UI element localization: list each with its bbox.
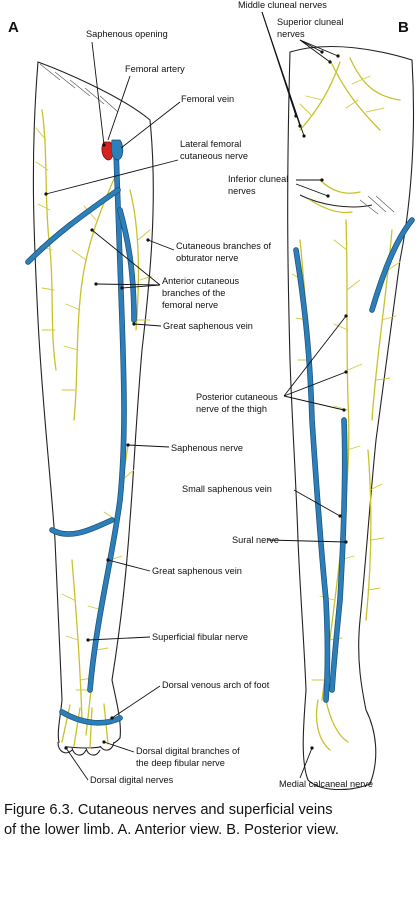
label-inferior-cluneal-1: Inferior cluneal <box>228 174 288 184</box>
label-dorsal-digital-deep-1: Dorsal digital branches of <box>136 746 240 756</box>
label-posterior-cutaneous-1: Posterior cutaneous <box>196 392 278 402</box>
caption-line-2: of the lower limb. A. Anterior view. B. … <box>4 822 339 838</box>
label-great-saphenous-vein-lower: Great saphenous vein <box>152 566 242 576</box>
anterior-superficial-veins <box>25 147 137 726</box>
label-dorsal-digital-nerves: Dorsal digital nerves <box>90 775 174 785</box>
lower-limb-figure: A B Saphenous opening Femoral artery Fem… <box>8 0 415 790</box>
posterior-superficial-veins <box>293 217 415 703</box>
label-lateral-femoral-cutaneous-1: Lateral femoral <box>180 139 241 149</box>
label-superior-cluneal-1: Superior cluneal <box>277 17 343 27</box>
label-femoral-artery: Femoral artery <box>125 64 185 74</box>
panel-label-a: A <box>8 19 19 36</box>
label-obturator-1: Cutaneous branches of <box>176 241 271 251</box>
label-posterior-cutaneous-2: nerve of the thigh <box>196 404 267 414</box>
label-superficial-fibular-nerve: Superficial fibular nerve <box>152 632 248 642</box>
label-anterior-cutaneous-3: femoral nerve <box>162 300 218 310</box>
posterior-leg <box>287 45 415 790</box>
label-dorsal-venous-arch: Dorsal venous arch of foot <box>162 680 270 690</box>
label-middle-cluneal: Middle cluneal nerves <box>238 0 327 10</box>
label-lateral-femoral-cutaneous-2: cutaneous nerve <box>180 151 248 161</box>
label-great-saphenous-vein-upper: Great saphenous vein <box>163 321 253 331</box>
label-small-saphenous-vein: Small saphenous vein <box>182 484 272 494</box>
label-medial-calcaneal: Medial calcaneal nerve <box>279 779 373 789</box>
posterior-labels: Middle cluneal nerves Superior cluneal n… <box>182 0 373 789</box>
label-dorsal-digital-deep-2: the deep fibular nerve <box>136 758 225 768</box>
label-sural-nerve: Sural nerve <box>232 535 279 545</box>
figure-caption: Figure 6.3. Cutaneous nerves and superfi… <box>4 800 418 840</box>
label-inferior-cluneal-2: nerves <box>228 186 256 196</box>
posterior-nerve-branches <box>291 57 401 751</box>
panel-label-b: B <box>398 19 409 36</box>
label-anterior-cutaneous-1: Anterior cutaneous <box>162 276 240 286</box>
label-saphenous-opening: Saphenous opening <box>86 29 168 39</box>
label-superior-cluneal-2: nerves <box>277 29 305 39</box>
label-saphenous-nerve: Saphenous nerve <box>171 443 243 453</box>
label-obturator-2: obturator nerve <box>176 253 238 263</box>
femoral-vein-shape <box>110 139 124 161</box>
anterior-leg <box>25 61 154 756</box>
anterior-labels: Saphenous opening Femoral artery Femoral… <box>44 29 271 785</box>
posterior-leg-outline <box>287 45 415 790</box>
label-anterior-cutaneous-2: branches of the <box>162 288 225 298</box>
label-femoral-vein: Femoral vein <box>181 94 234 104</box>
caption-line-1: Figure 6.3. Cutaneous nerves and superfi… <box>4 802 333 818</box>
